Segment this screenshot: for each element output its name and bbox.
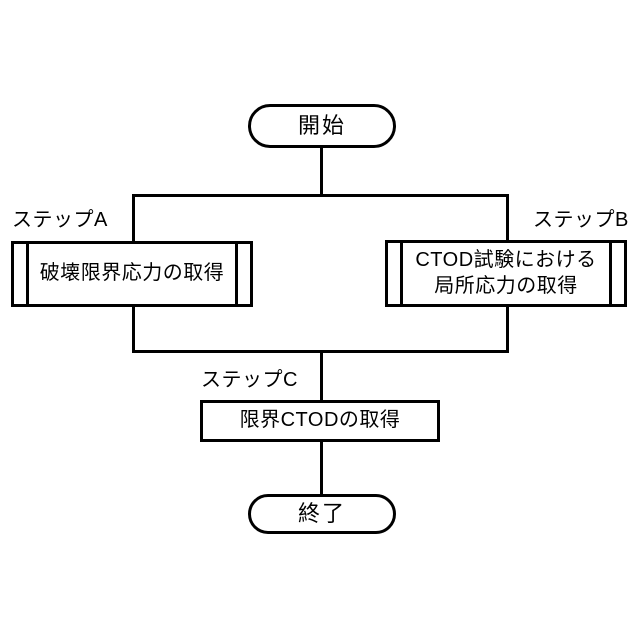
caption-step-c: ステップC [201,369,298,391]
caption-step-b: ステップB [533,209,629,231]
node-step-b: CTOD試験における 局所応力の取得 [385,240,627,307]
connector-merge-to-step-c [320,350,323,401]
connector-step-a-to-merge [132,307,135,353]
caption-step-a: ステップA [12,209,108,231]
node-step-c: 限界CTODの取得 [200,400,440,442]
node-end-label: 終了 [297,501,346,526]
connector-step-c-to-end [320,442,323,495]
node-step-a-label: 破壊限界応力の取得 [39,262,225,285]
node-end: 終了 [248,494,396,534]
connector-split-bar [132,194,507,197]
node-step-a: 破壊限界応力の取得 [11,241,253,307]
node-step-b-label: CTOD試験における 局所応力の取得 [415,248,597,297]
node-step-c-label: 限界CTODの取得 [239,409,401,432]
connector-start-to-split [320,147,323,195]
connector-split-to-step-b [506,194,509,241]
node-start: 開始 [248,104,396,148]
connector-step-b-to-merge [506,307,509,353]
node-start-label: 開始 [297,113,346,138]
connector-split-to-step-a [132,194,135,242]
